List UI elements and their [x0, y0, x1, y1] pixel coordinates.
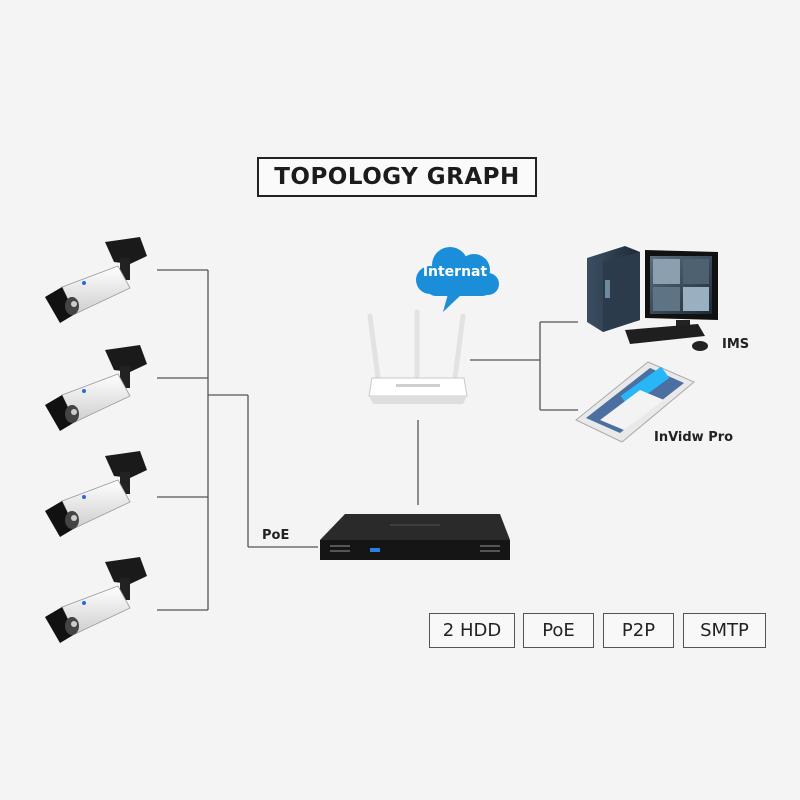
smartphone-icon — [575, 361, 695, 443]
bullet-camera-icon — [45, 237, 147, 323]
client-label-invidw-pro: InVidw Pro — [654, 430, 734, 445]
router-icon — [367, 309, 468, 404]
nvr-icon — [320, 514, 510, 560]
diagram-title: TOPOLOGY GRAPH — [274, 164, 520, 190]
bullet-camera-icon — [45, 557, 147, 643]
client-label-ims: IMS — [722, 337, 750, 352]
cloud-icon: Internat — [416, 247, 499, 312]
desktop-pc-icon — [587, 246, 718, 351]
feature-smtp: SMTP — [683, 613, 766, 648]
bullet-camera-icon — [45, 451, 147, 537]
bullet-camera-icon — [45, 345, 147, 431]
poe-link-label: PoE — [262, 528, 290, 543]
feature-poe: PoE — [523, 613, 594, 648]
connection-lines — [157, 269, 578, 611]
title-box: TOPOLOGY GRAPH — [257, 157, 537, 197]
feature-p2p: P2P — [603, 613, 674, 648]
cloud-label: Internat — [423, 264, 488, 280]
feature-2hdd: 2 HDD — [429, 613, 515, 648]
